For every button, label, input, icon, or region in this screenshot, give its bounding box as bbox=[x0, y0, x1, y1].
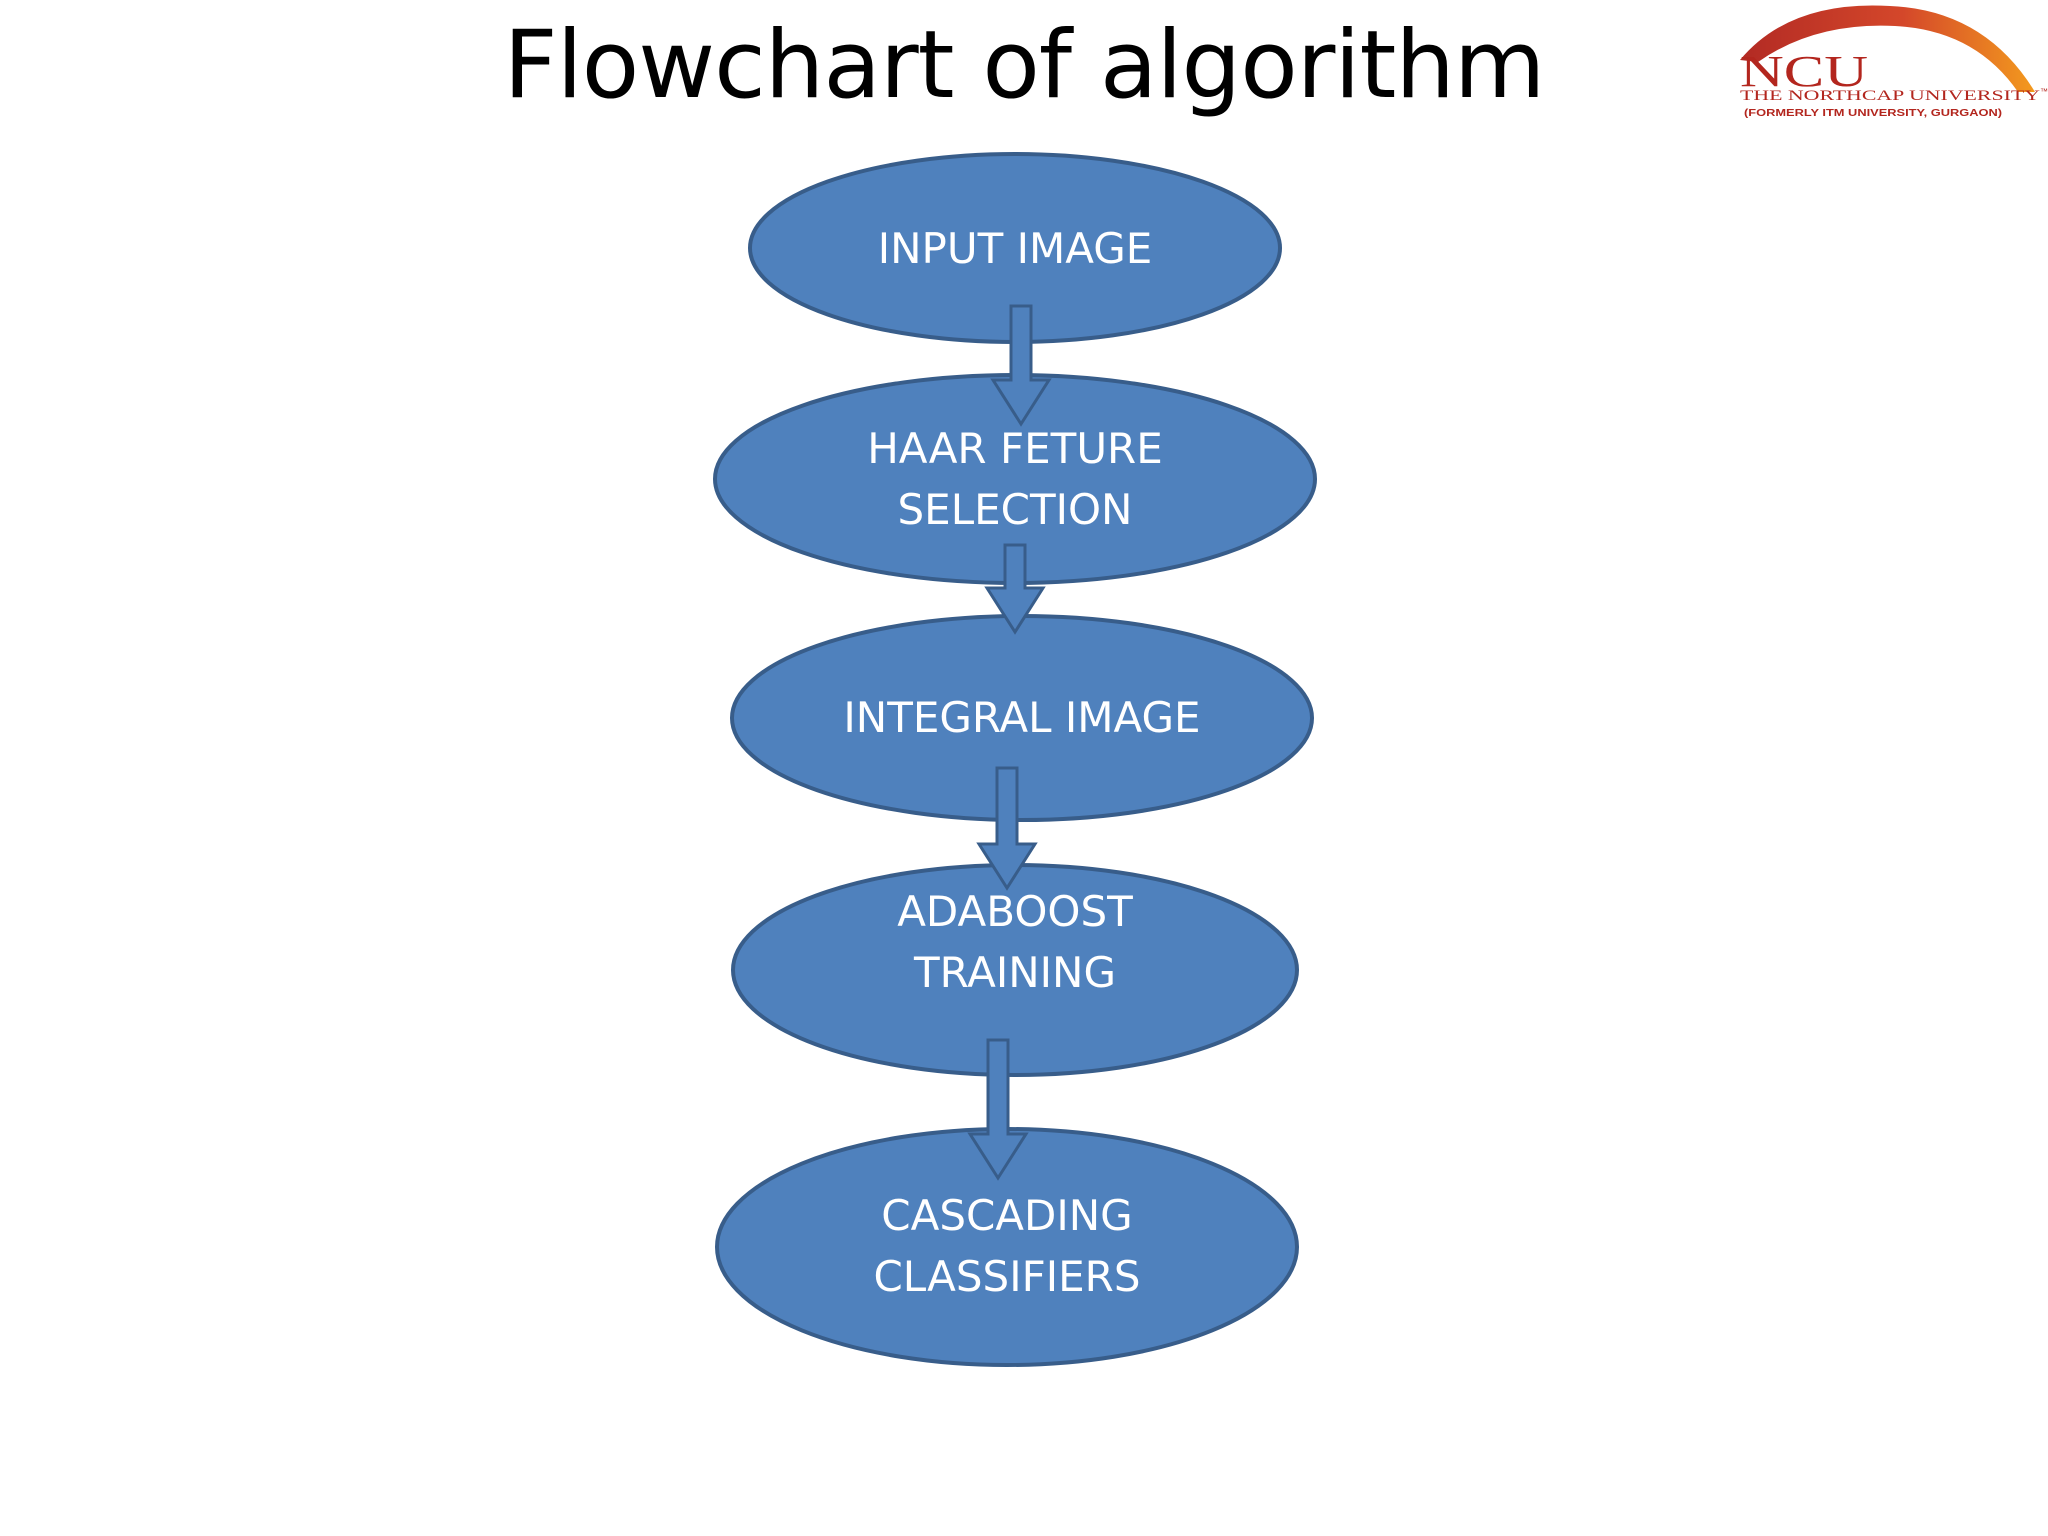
node-label-haar-feature-selection: HAAR FETURE bbox=[867, 424, 1163, 473]
node-label-cascading-classifiers: CLASSIFIERS bbox=[873, 1252, 1140, 1301]
logo-subtitle: (FORMERLY ITM UNIVERSITY, GURGAON) bbox=[1744, 108, 2002, 119]
node-label-adaboost-training: ADABOOST bbox=[897, 887, 1133, 936]
arrow-input-image-to-haar-feature-selection bbox=[990, 304, 1052, 427]
logo-tm: ™ bbox=[2040, 87, 2048, 96]
arrow-haar-feature-selection-to-integral-image bbox=[984, 543, 1046, 635]
node-label-adaboost-training: TRAINING bbox=[913, 948, 1116, 997]
logo-university-name: THE NORTHCAP UNIVERSITY bbox=[1740, 88, 2040, 104]
logo-arc bbox=[1740, 5, 2035, 92]
node-label-haar-feature-selection: SELECTION bbox=[898, 485, 1133, 534]
logo-abbr: NCU bbox=[1740, 47, 1868, 96]
node-label-input-image: INPUT IMAGE bbox=[878, 224, 1153, 273]
slide-title: Flowchart of algorithm bbox=[503, 11, 1546, 120]
arrow-adaboost-training-to-cascading-classifiers bbox=[967, 1038, 1029, 1181]
node-label-integral-image: INTEGRAL IMAGE bbox=[843, 693, 1200, 742]
ncu-logo: NCU THE NORTHCAP UNIVERSITY ™ (FORMERLY … bbox=[1740, 5, 2048, 119]
node-label-cascading-classifiers: CASCADING bbox=[881, 1191, 1132, 1240]
arrow-integral-image-to-adaboost-training bbox=[976, 766, 1038, 891]
